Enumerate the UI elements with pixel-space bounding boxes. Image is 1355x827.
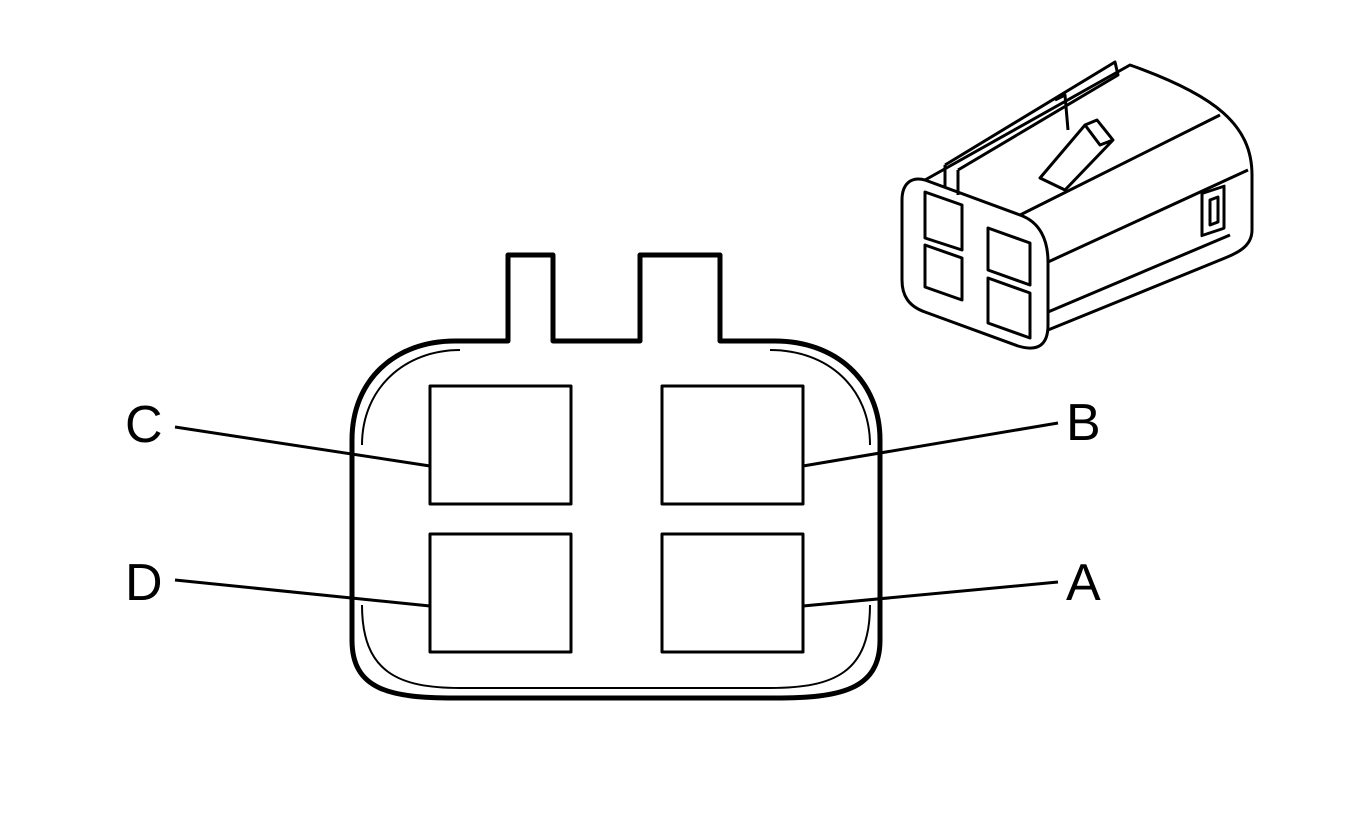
leader-line-a	[802, 580, 1059, 608]
pin-label-a: A	[1066, 554, 1101, 612]
connector-3d-view	[900, 60, 1254, 350]
pin-cavity-b	[660, 384, 805, 506]
leader-line-c	[174, 425, 431, 468]
leader-line-d	[174, 578, 431, 608]
connector-3d-side-window	[1200, 184, 1226, 238]
leader-line-b	[802, 421, 1059, 468]
pin-label-b: B	[1066, 394, 1101, 452]
pin-cavity-d	[428, 532, 573, 654]
connector-3d-cavity-4	[986, 276, 1032, 340]
connector-face-view	[174, 252, 1059, 701]
pin-label-d: D	[125, 554, 163, 612]
connector-3d-lock-rail	[943, 60, 1120, 195]
connector-3d-side-line	[1047, 168, 1249, 264]
connector-3d-cavity-1	[923, 190, 964, 252]
connector-3d-latch	[1038, 118, 1115, 192]
connector-3d-cavity-3	[923, 243, 964, 302]
pin-cavity-c	[428, 384, 573, 506]
pin-label-c: C	[125, 396, 163, 454]
pin-cavity-a	[660, 532, 805, 654]
connector-3d-cavity-2	[986, 226, 1032, 287]
connector-3d-side-window-inner	[1208, 195, 1220, 227]
connector-housing-outline	[349, 252, 883, 701]
connector-3d-top-ridge	[1019, 113, 1221, 217]
connector-3d-body	[924, 63, 1254, 332]
connector-3d-front-face	[900, 177, 1050, 350]
connector-housing-inner-edge	[361, 349, 871, 689]
connector-3d-bottom-line	[1047, 233, 1231, 314]
